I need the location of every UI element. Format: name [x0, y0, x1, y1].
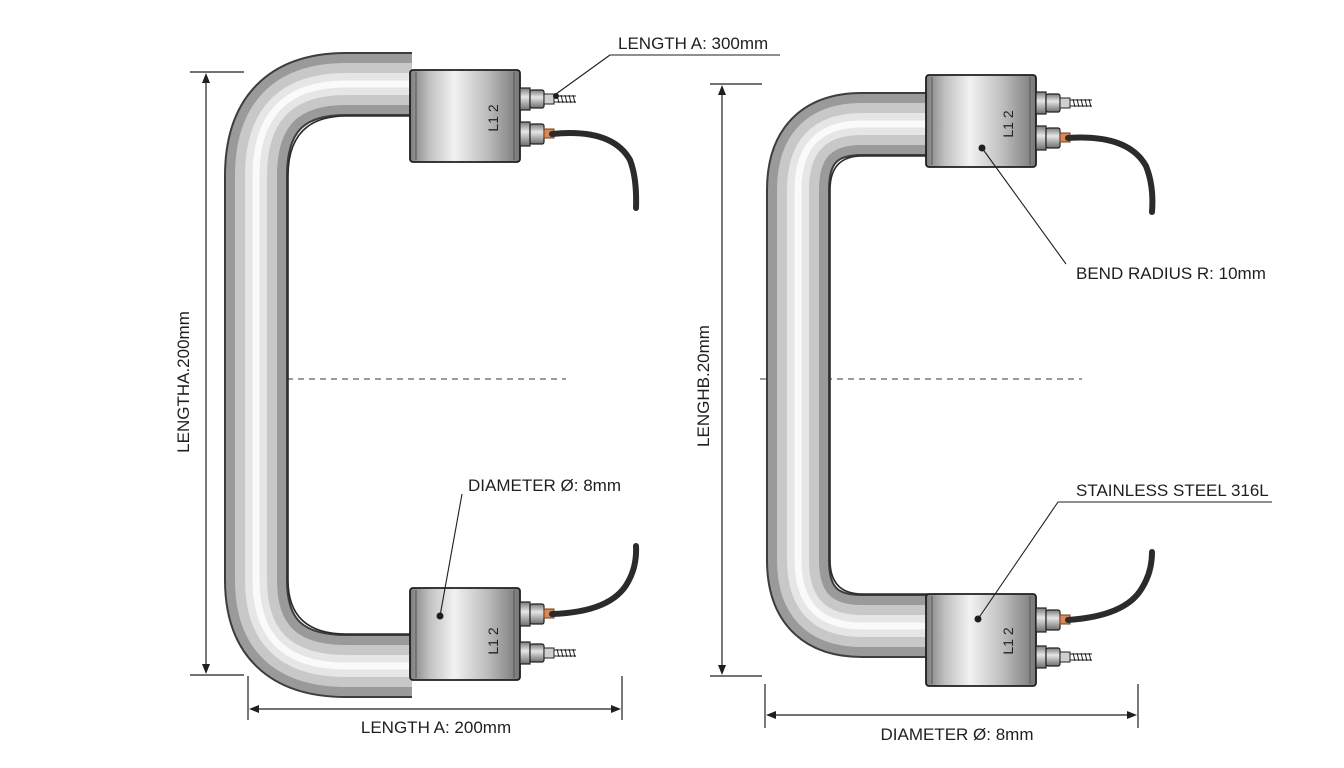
left-bottom-terminal-stud: [519, 641, 576, 665]
bend-radius-leader: [981, 147, 1067, 265]
left-vertical-dimension: [190, 71, 244, 676]
left-bottom-cable: [549, 543, 640, 617]
left-top-length-leader: [553, 54, 780, 99]
left-top-cable: [549, 130, 640, 211]
left-top-wire-nut: [519, 121, 555, 147]
left-bottom-length-label: LENGTH A: 200mm: [361, 718, 511, 737]
right-bottom-terminal-marking: L1 2: [1000, 627, 1016, 654]
right-top-terminal-marking: L1 2: [1000, 110, 1016, 137]
material-leader: [977, 501, 1272, 620]
left-diameter-leader: [439, 493, 463, 617]
bend-radius-label: BEND RADIUS R: 10mm: [1076, 264, 1266, 283]
right-bottom-wire-nut: [1035, 607, 1071, 633]
right-element: LENGHB.20mm L1 2: [694, 74, 1272, 744]
left-top-terminal-marking: L1 2: [485, 104, 501, 131]
right-tube: [766, 92, 928, 658]
left-diameter-label: DIAMETER Ø: 8mm: [468, 476, 621, 495]
left-tube: [224, 52, 412, 698]
top-length-a-label: LENGTH A: 300mm: [618, 34, 768, 53]
right-bottom-diameter-label: DIAMETER Ø: 8mm: [880, 725, 1033, 744]
right-top-cable: [1065, 134, 1156, 215]
left-bottom-dimension: [247, 676, 623, 720]
right-bottom-terminal-stud: [1035, 645, 1092, 669]
right-vertical-length-label: LENGHB.20mm: [694, 325, 713, 447]
left-element: LENGTHA.200mm L1 2: [174, 34, 780, 737]
right-bottom-dimension: [764, 684, 1139, 728]
right-bottom-sleeve: L1 2: [925, 549, 1155, 687]
left-bottom-sleeve: L1 2: [409, 543, 640, 681]
right-top-sleeve: L1 2: [925, 74, 1156, 215]
left-bottom-terminal-marking: L1 2: [485, 627, 501, 654]
right-top-terminal-stud: [1035, 91, 1092, 115]
left-bottom-wire-nut: [519, 601, 555, 627]
material-label: STAINLESS STEEL 316L: [1076, 481, 1269, 500]
right-bottom-cable: [1065, 549, 1155, 623]
left-vertical-length-label: LENGTHA.200mm: [174, 311, 193, 453]
left-top-terminal-stud: [519, 87, 576, 111]
right-vertical-dimension: [710, 83, 762, 677]
left-top-sleeve: L1 2: [409, 69, 640, 211]
right-top-wire-nut: [1035, 125, 1071, 151]
